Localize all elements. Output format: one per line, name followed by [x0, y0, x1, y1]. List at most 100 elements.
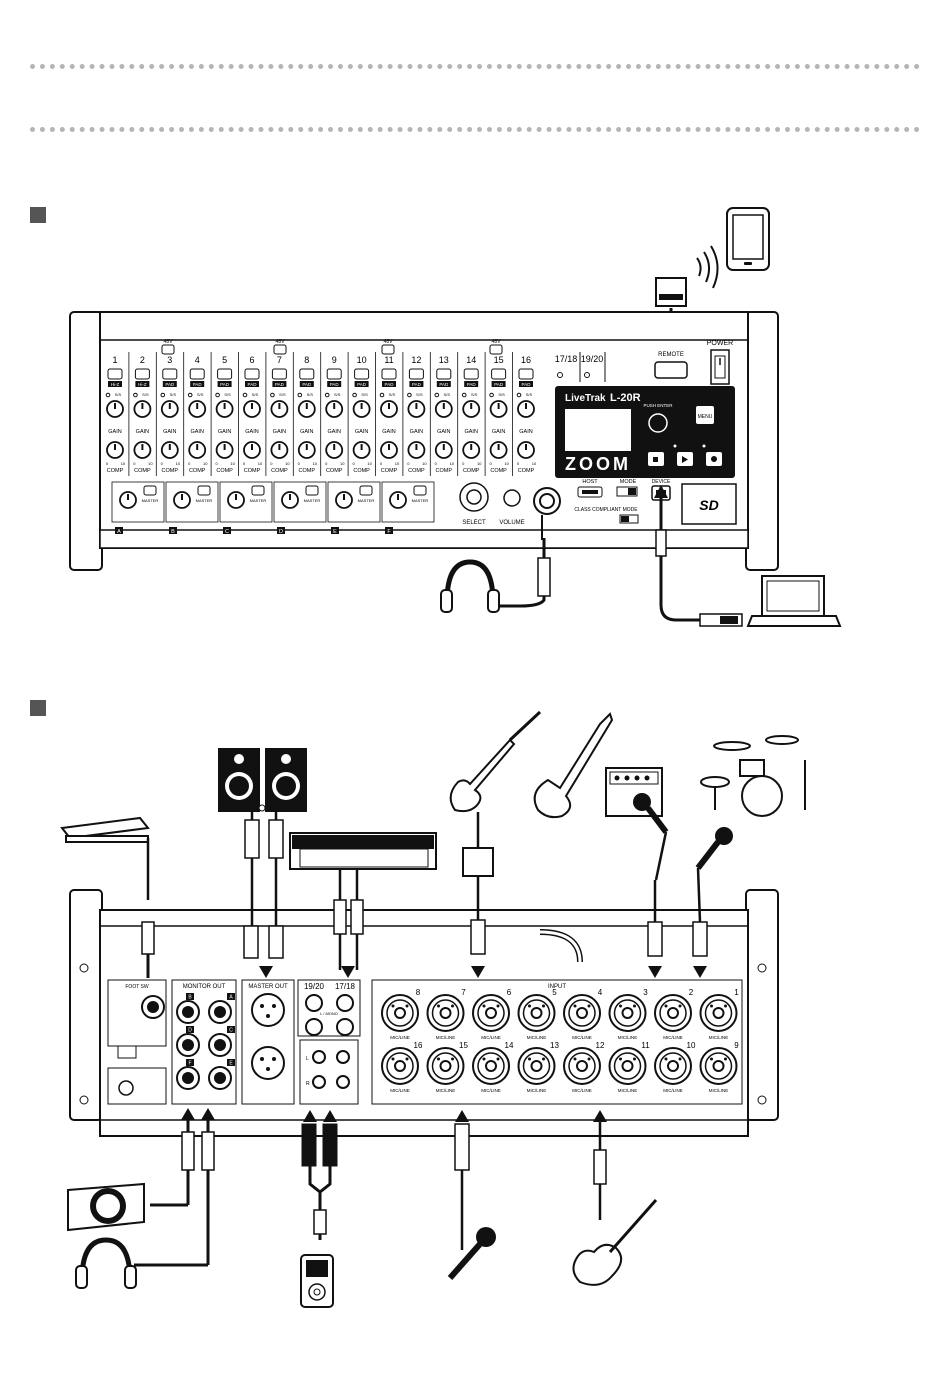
rca-r-jack-1[interactable]	[312, 1075, 326, 1089]
keyboard-synth-icon	[289, 832, 437, 870]
rca-l-jack-2[interactable]	[336, 1050, 350, 1064]
comp-label: COMP	[244, 468, 261, 474]
handheld-mic-icon	[447, 1110, 496, 1280]
sig-led	[489, 392, 494, 398]
strip-button[interactable]	[299, 368, 315, 380]
phantom-button-1[interactable]	[161, 344, 175, 355]
master-button[interactable]	[359, 485, 373, 496]
monitor-out-letter: F	[188, 1061, 191, 1067]
stereo-in-17-18-r-jack[interactable]	[336, 1018, 354, 1036]
strip-button[interactable]	[463, 368, 479, 380]
sig-led	[434, 392, 440, 398]
strip-button[interactable]	[518, 368, 534, 380]
micline-label: MIC/LINE	[618, 1088, 638, 1093]
master-button[interactable]	[143, 485, 157, 496]
phantom-button-3[interactable]	[381, 344, 395, 355]
combo-input-number: 10	[687, 1041, 696, 1050]
select-label: SELECT	[462, 520, 486, 526]
master-button[interactable]	[413, 485, 427, 496]
stereo-in-19-20-l-jack[interactable]	[305, 994, 323, 1012]
remote-port[interactable]	[654, 361, 688, 379]
gain-label: GAIN	[273, 429, 286, 435]
mode-switch[interactable]	[616, 486, 638, 497]
usb-host-rear[interactable]	[117, 1045, 137, 1059]
master-out-r-xlr[interactable]	[251, 1046, 285, 1080]
strip-button[interactable]	[326, 368, 342, 380]
phones-jack[interactable]	[533, 487, 561, 515]
strip-button-label-bg	[409, 381, 424, 387]
strip-button[interactable]	[381, 368, 397, 380]
strip-button-label: Hi-Z	[111, 382, 120, 387]
gain-label: GAIN	[382, 429, 395, 435]
sig-label: S/S	[224, 392, 231, 397]
master-button[interactable]	[251, 485, 265, 496]
rca-l-jack-1[interactable]	[312, 1050, 326, 1064]
strip-button[interactable]	[244, 368, 260, 380]
headphone-plug-icon	[495, 515, 551, 608]
strip-button[interactable]	[436, 368, 452, 380]
push-enter-encoder[interactable]	[648, 413, 668, 433]
strip-button[interactable]	[354, 368, 370, 380]
master-label: MASTER	[250, 498, 267, 503]
rca-r-jack-2[interactable]	[336, 1075, 350, 1089]
volume-knob[interactable]	[503, 489, 521, 507]
sig-led	[187, 392, 193, 398]
strip-button[interactable]	[491, 368, 507, 380]
comp-scale-min: 0	[489, 461, 492, 466]
monitor-letter-bg	[331, 527, 339, 534]
phantom-button-4[interactable]	[489, 344, 503, 355]
music-player-icon	[300, 1254, 334, 1308]
strip-button[interactable]	[217, 368, 233, 380]
dc-in-jack[interactable]	[118, 1080, 134, 1096]
phantom-button-2[interactable]	[273, 344, 287, 355]
select-encoder[interactable]	[459, 482, 489, 512]
menu-button[interactable]	[696, 406, 714, 424]
strip-button[interactable]	[408, 368, 424, 380]
strip-button[interactable]	[134, 368, 150, 380]
strip-button[interactable]	[189, 368, 205, 380]
comp-label: COMP	[299, 468, 316, 474]
wireless-signal-icon	[696, 245, 719, 289]
strip-button-label: PAD	[165, 382, 175, 387]
strip-button-label-bg	[135, 381, 150, 387]
combo-input-number: 4	[598, 988, 603, 997]
master-button[interactable]	[197, 485, 211, 496]
monitor-letter-bg	[223, 527, 231, 534]
comp-label: COMP	[381, 468, 398, 474]
stereo-channel-17-18: 17/18	[555, 354, 578, 364]
stereo-in-19-20-r-jack[interactable]	[305, 1018, 323, 1036]
master-button[interactable]	[305, 485, 319, 496]
strip-button[interactable]	[107, 368, 123, 380]
micline-label: MIC/LINE	[481, 1035, 501, 1040]
strip-button[interactable]	[162, 368, 178, 380]
monitor-letter: E	[333, 529, 337, 535]
strip-button-label-bg	[245, 381, 259, 387]
sig-label: S/S	[361, 392, 368, 397]
master-out-l-xlr[interactable]	[251, 993, 285, 1027]
stereo-in-17-18-l-jack[interactable]	[336, 994, 354, 1012]
sd-card-slot[interactable]	[681, 483, 737, 525]
sig-label: S/S	[170, 392, 177, 397]
strip-button[interactable]	[271, 368, 287, 380]
